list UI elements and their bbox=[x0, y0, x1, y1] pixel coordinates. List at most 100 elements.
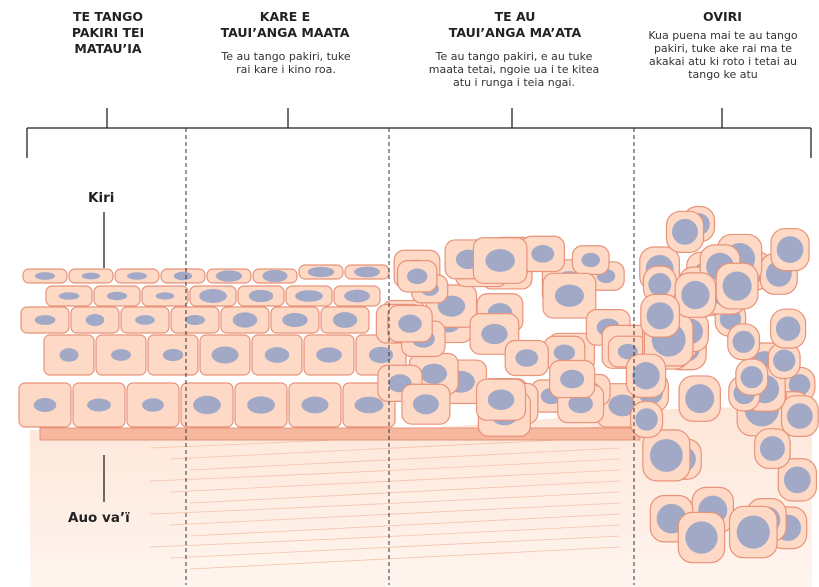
cell-nucleus bbox=[111, 349, 131, 361]
cell bbox=[475, 378, 527, 421]
stage-heading-normal: TE TANGO PAKIRI TEI MATAU’IA bbox=[71, 9, 145, 56]
cell bbox=[770, 227, 810, 272]
cell bbox=[728, 505, 778, 559]
cell-nucleus bbox=[560, 369, 585, 389]
cell-nucleus bbox=[262, 269, 288, 283]
cell bbox=[252, 268, 298, 284]
stage-description-severe: Te au tango pakiri, e au tuke maata teta… bbox=[428, 50, 600, 89]
cell bbox=[234, 382, 288, 428]
cell-nucleus bbox=[617, 343, 638, 360]
cell bbox=[45, 285, 93, 307]
cell bbox=[126, 382, 180, 428]
cell-nucleus bbox=[142, 398, 164, 412]
cell bbox=[180, 382, 234, 428]
cell-nucleus bbox=[34, 315, 56, 325]
cell bbox=[642, 429, 691, 482]
stage-description-mild: Te au tango pakiri, tuke rai kare i kino… bbox=[221, 50, 351, 76]
cell-nucleus bbox=[127, 272, 147, 280]
cell-nucleus bbox=[173, 271, 193, 281]
cell-nucleus bbox=[736, 515, 770, 549]
cell-nucleus bbox=[282, 312, 308, 328]
cell-nucleus bbox=[199, 289, 227, 303]
cell bbox=[206, 268, 252, 284]
cell-nucleus bbox=[515, 349, 539, 367]
cell bbox=[95, 334, 147, 376]
cell bbox=[640, 293, 681, 338]
cell bbox=[625, 353, 667, 398]
cell bbox=[120, 306, 170, 334]
cell bbox=[288, 382, 342, 428]
cell-nucleus bbox=[407, 268, 428, 285]
cell-nucleus bbox=[162, 348, 184, 362]
cell-nucleus bbox=[722, 271, 752, 301]
tissue-fiber bbox=[169, 502, 621, 526]
cell-nucleus bbox=[481, 323, 508, 345]
cell bbox=[665, 210, 705, 253]
stage-heading-mild: KARE E TAUI’ANGA MAATA bbox=[220, 9, 350, 40]
cell bbox=[160, 268, 206, 284]
cell-nucleus bbox=[398, 314, 422, 333]
cell-nucleus bbox=[775, 316, 801, 341]
tissue-fiber bbox=[169, 436, 621, 460]
cell bbox=[770, 308, 807, 349]
basement-membrane bbox=[39, 427, 641, 441]
cell bbox=[189, 285, 237, 307]
cell-nucleus bbox=[776, 236, 804, 263]
cell-nucleus bbox=[788, 374, 811, 396]
cell-nucleus bbox=[732, 330, 755, 353]
cell bbox=[401, 383, 451, 425]
cell-nucleus bbox=[581, 252, 601, 268]
cell-nucleus bbox=[301, 396, 329, 414]
cell bbox=[285, 285, 333, 307]
connective-tissue bbox=[30, 405, 812, 587]
cell-nucleus bbox=[211, 346, 239, 364]
section-brackets bbox=[26, 108, 812, 158]
cell-nucleus bbox=[787, 403, 813, 429]
cell bbox=[141, 285, 189, 307]
cell bbox=[70, 306, 120, 334]
cell bbox=[170, 306, 220, 334]
cell-nucleus bbox=[608, 394, 637, 417]
cell-nucleus bbox=[648, 273, 672, 296]
cell-nucleus bbox=[635, 408, 658, 431]
cell-nucleus bbox=[568, 394, 593, 414]
cell-layer bbox=[18, 205, 819, 564]
cell-nucleus bbox=[193, 395, 221, 415]
cell bbox=[777, 458, 818, 502]
stage-heading-severe: TE AU TAUI’ANGA MA’ATA bbox=[448, 9, 582, 40]
skin-label: Kiri bbox=[88, 190, 115, 206]
cell-nucleus bbox=[649, 438, 683, 472]
cell bbox=[754, 428, 791, 469]
cell bbox=[549, 359, 596, 399]
tissue-fiber bbox=[169, 535, 621, 559]
cell-nucleus bbox=[215, 270, 243, 282]
cell bbox=[237, 285, 285, 307]
cell bbox=[642, 265, 677, 304]
cell bbox=[147, 334, 199, 376]
cell-nucleus bbox=[773, 349, 796, 372]
cell bbox=[18, 382, 72, 428]
cell-nucleus bbox=[354, 396, 384, 414]
cell-nucleus bbox=[354, 266, 380, 278]
cell-nucleus bbox=[420, 363, 448, 384]
cell bbox=[72, 382, 126, 428]
cell-nucleus bbox=[264, 347, 290, 363]
cell bbox=[333, 285, 381, 307]
cell bbox=[735, 358, 769, 396]
tissue-fiber bbox=[149, 491, 621, 515]
cell-nucleus bbox=[59, 348, 79, 362]
cell-nucleus bbox=[184, 315, 206, 325]
cell-nucleus bbox=[87, 398, 111, 412]
tissue-fiber bbox=[189, 480, 621, 504]
cell bbox=[674, 272, 717, 318]
cell-nucleus bbox=[332, 312, 358, 328]
cell-nucleus bbox=[485, 249, 515, 272]
tissue-fiber bbox=[189, 447, 621, 471]
cell bbox=[270, 306, 320, 334]
tissue-label: Auo va’ï bbox=[68, 510, 130, 526]
cell bbox=[469, 313, 520, 355]
cell-nucleus bbox=[35, 272, 55, 280]
cell-nucleus bbox=[783, 466, 811, 494]
